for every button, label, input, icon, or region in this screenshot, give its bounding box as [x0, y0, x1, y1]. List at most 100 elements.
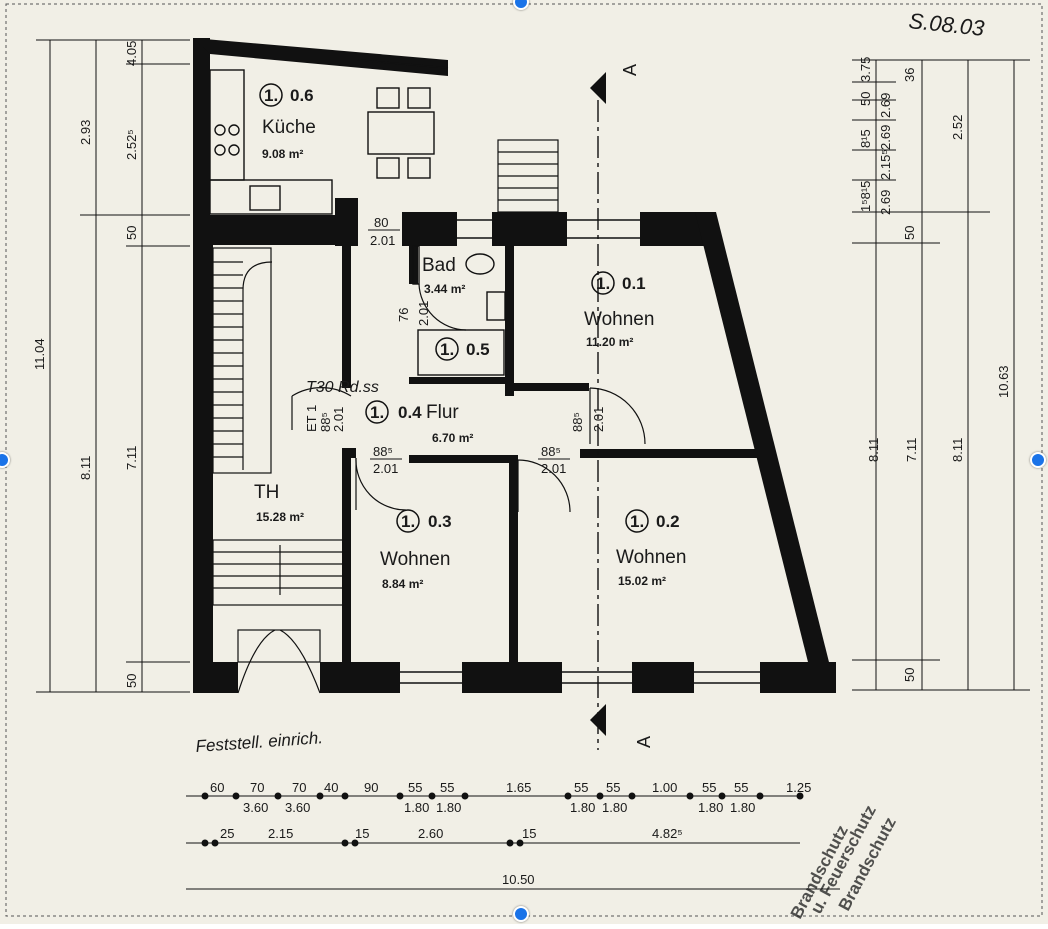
resize-handle-bottom[interactable]: [513, 906, 529, 922]
dimension-tick: [461, 792, 469, 800]
room-kueche-id: 0.6: [290, 86, 314, 105]
door-kueche-height: 2.01: [370, 233, 395, 248]
wall-bottom-th-left: [193, 662, 238, 693]
wall-th-left: [193, 215, 213, 693]
dimension-tick: [274, 792, 282, 800]
room-01-id: 0.1: [622, 274, 646, 293]
dim-right-e-1: 10.63: [996, 365, 1011, 398]
dim-bottom-sub-1: 3.60: [243, 800, 268, 815]
resize-handle-left[interactable]: [0, 452, 10, 468]
dim-left-outer: 11.04: [32, 338, 47, 370]
room-01-area: 11.20 m²: [586, 335, 633, 349]
dim-right-b-1: 2.69: [878, 93, 893, 118]
wall-bottom-c: [632, 662, 694, 693]
wall-th-room03: [342, 450, 351, 665]
room-th-name: TH: [254, 482, 279, 503]
windows: [357, 59, 760, 684]
dimension-tick: [351, 839, 359, 847]
door-et-label: ET 1: [304, 405, 319, 432]
wall-kitchen-left: [193, 38, 210, 215]
resize-handle-top[interactable]: [513, 0, 529, 10]
wall-room01-bottom-left: [514, 383, 589, 391]
dim-bottom-9: 55: [574, 780, 588, 795]
section-mark-bottom: A: [634, 736, 654, 748]
room-flur-id: 0.4: [398, 403, 422, 422]
bottom-dimension-chain: [186, 792, 840, 890]
dimension-tick: [796, 792, 804, 800]
note-t30: T30 Rd.ss: [306, 379, 379, 396]
dim-bottom-14: 1.25: [786, 780, 811, 795]
room-03-id: 0.3: [428, 512, 452, 531]
dim-bottom-sub-6: 1.80: [602, 800, 627, 815]
dim-left-inner-1: 4.05: [124, 41, 139, 66]
dim-right-a-6: 50: [902, 226, 917, 240]
dim-right-d-2: 8.11: [950, 438, 965, 462]
room-03-num: 1.: [401, 512, 415, 531]
door-swings: [237, 283, 646, 694]
wall-bad-room01: [505, 246, 514, 396]
room-th-area: 15.28 m²: [256, 510, 304, 524]
dim-bottom-8: 1.65: [506, 780, 531, 795]
dim-bottom-sub-8: 1.80: [730, 800, 755, 815]
dim-bottom-row2-2: 2.15: [268, 826, 293, 841]
bottom-dimension-labels: 60 70 70 40 90 55 55 1.65 55 55 1.00 55 …: [210, 780, 811, 887]
room-02-num: 1.: [630, 512, 644, 531]
door-bad-width: 76: [396, 308, 411, 322]
room-kueche-area: 9.08 m²: [262, 147, 303, 161]
dim-bottom-total: 10.50: [502, 872, 535, 887]
dim-right-d-1: 2.52: [950, 115, 965, 140]
dim-right-a-5: 1⁵8¹5: [858, 181, 873, 212]
door-dimensions: 80 2.01 76 2.01 ET 1 88⁵ 2.01 88⁵ 2.01 8…: [304, 215, 606, 476]
dim-bottom-10: 55: [606, 780, 620, 795]
dimension-tick: [396, 792, 404, 800]
wall-top-mid: [402, 212, 457, 246]
dim-bottom-6: 55: [408, 780, 422, 795]
dim-right-a-2: 36: [902, 68, 917, 82]
room-bad-name: Bad: [422, 255, 456, 276]
door-flur1-width: 88⁵: [373, 444, 393, 459]
dim-bottom-sub-4: 1.80: [436, 800, 461, 815]
wall-room03-room02: [509, 455, 518, 665]
dimension-tick: [341, 839, 349, 847]
dim-bottom-1: 60: [210, 780, 224, 795]
left-dimension-labels: 11.04 2.93 8.11 4.05 2.52⁵ 50 7.11 50: [32, 41, 139, 688]
dim-bottom-row2-6: 4.82⁵: [652, 826, 683, 841]
wall-top-bad: [492, 212, 567, 246]
dimension-tick: [428, 792, 436, 800]
room-03-area: 8.84 m²: [382, 577, 423, 591]
dim-bottom-3: 70: [292, 780, 306, 795]
room-kueche-num: 1.: [264, 86, 278, 105]
wall-bottom-b: [462, 662, 562, 693]
dim-bottom-13: 55: [734, 780, 748, 795]
dim-left-inner-2: 2.52⁵: [124, 129, 139, 160]
resize-handle-right[interactable]: [1030, 452, 1046, 468]
dim-bottom-7: 55: [440, 780, 454, 795]
dim-left-inner-5: 50: [124, 674, 139, 688]
dim-right-a-4: 8¹5: [858, 129, 873, 148]
dim-bottom-12: 55: [702, 780, 716, 795]
kitchen-fittings: [209, 69, 435, 215]
door-flur2-width: 88⁵: [541, 444, 561, 459]
dimension-tick: [756, 792, 764, 800]
dim-right-c-1: 7.11: [904, 438, 919, 462]
dimension-tick: [232, 792, 240, 800]
wall-room03-top: [409, 455, 514, 463]
section-mark-top: A: [620, 64, 640, 76]
wall-room02-top: [580, 449, 760, 458]
dim-right-a-8: 50: [902, 668, 917, 682]
room-flur-area: 6.70 m²: [432, 431, 473, 445]
dimension-tick: [516, 839, 524, 847]
dimension-tick: [506, 839, 514, 847]
dim-bottom-row2-1: 25: [220, 826, 234, 841]
room-02-name: Wohnen: [616, 547, 686, 568]
dim-right-a-3: 50: [858, 92, 873, 106]
door-th-height: 2.01: [331, 407, 346, 432]
dim-bottom-5: 90: [364, 780, 378, 795]
room-flur-num: 1.: [370, 403, 384, 422]
room-kueche-name: Küche: [262, 117, 316, 138]
door-flur3-height: 2.01: [591, 407, 606, 432]
room-01-num: 1.: [596, 274, 610, 293]
